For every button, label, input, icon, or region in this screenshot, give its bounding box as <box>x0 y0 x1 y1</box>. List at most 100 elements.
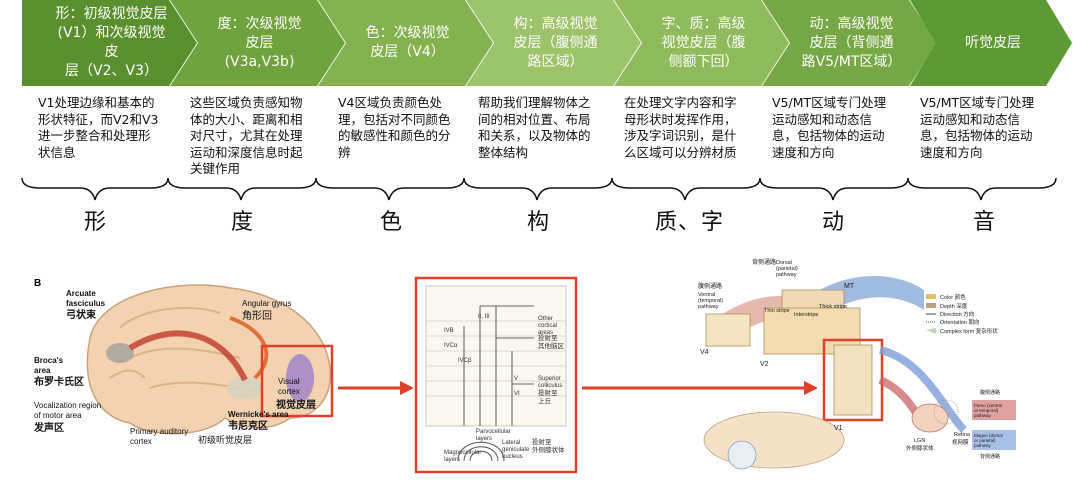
desc-motion: V5/MT区域专门处理运动感知和动态信息，包括物体的运动速度和方向 <box>772 95 887 160</box>
ventral-side-zh: 腹侧通路 <box>980 389 1000 396</box>
legend-complex: Complex form <box>940 329 975 335</box>
mt-label: MT <box>844 283 855 290</box>
small-brain <box>703 411 845 469</box>
chevron-motion: 动：高级视觉 皮层（背侧通 路V5/MT区域） <box>762 0 937 86</box>
interstripe: Interstripe <box>794 312 818 318</box>
v4-label: V4 <box>700 349 709 356</box>
brace <box>907 177 1057 201</box>
desc-degree: 这些区域负责感知物体的大小、距离和相对尺寸，尤其在处理运动和深度信息时起关键作用 <box>190 95 303 176</box>
lgn-arcs <box>457 441 505 462</box>
lgn-shape <box>911 403 949 433</box>
chevron-structure: 构：高级视觉 皮层（腹侧通 路区域） <box>466 0 641 86</box>
layer-top: II, III <box>478 314 490 320</box>
vocal-label-zh: 发声区 <box>33 421 64 434</box>
brocas-area <box>106 343 134 363</box>
legend-depth: Depth <box>940 304 955 310</box>
chevron-label: 听觉皮层 <box>965 34 1021 51</box>
legend-direction: Direction <box>940 312 962 318</box>
superior-en: Superior <box>538 376 561 382</box>
panel-label: B <box>34 278 41 289</box>
lgn-en: Lateral <box>502 440 520 446</box>
arcuate-label-en: Arcuate <box>66 289 96 298</box>
layer-label: VI <box>514 391 520 397</box>
svg-text:Complex form 复杂形状: Complex form 复杂形状 <box>940 327 998 335</box>
brace <box>463 177 613 201</box>
desc-shape: V1处理边缘和基本的形状特征，而V2和V3进一步整合和处理形状信息 <box>38 95 159 160</box>
visual-label-en: Visual <box>278 377 300 386</box>
retina-label: Retina <box>954 432 971 438</box>
chevron-label: 度：次级视觉 皮层 (V3a,V3b) <box>217 15 302 70</box>
svg-text:Orientation 朝向: Orientation 朝向 <box>940 318 979 326</box>
eye <box>727 440 757 470</box>
lgn-label: LGN <box>914 438 925 444</box>
chevron-label: 形：初级视觉皮层 (V1）和次级视觉皮 层（V2、V3） <box>55 6 168 79</box>
brace-row <box>21 177 1057 201</box>
brace <box>21 177 169 201</box>
chevron-text-material: 字、质：高级 视觉皮层（腹 侧额下回） <box>614 0 789 86</box>
layer-label: V <box>514 376 518 382</box>
other-areas-zh: 投射至 <box>538 333 558 342</box>
magno-stream <box>878 346 967 433</box>
svg-text:Color 颜色: Color 颜色 <box>940 293 966 301</box>
brace <box>315 177 465 201</box>
v1-label: V1 <box>834 425 843 432</box>
layer-label: IVCα <box>444 343 458 349</box>
arrow-to-layers <box>338 381 414 395</box>
dorsal-top-zh: 背侧通路 <box>752 258 776 266</box>
stage-chevron-bar: 形：初级视觉皮层 (V1）和次级视觉皮 层（V2、V3） 度：次级视觉 皮层 (… <box>22 0 1072 86</box>
svg-text:Ventral(temporal)pathway: Ventral(temporal)pathway <box>698 292 723 310</box>
chevron-color: 色：次级视觉 皮层（V4） <box>318 0 493 86</box>
arcuate-label-zh: 弓状束 <box>66 308 97 321</box>
layer-label: IVB <box>444 328 454 334</box>
arcuate-arrow <box>128 330 248 382</box>
visual-pathways-figure: 背侧通路 Dorsal(parietal)pathway MT 腹侧通路 Ven… <box>698 258 1016 470</box>
thick-stripe: Thick stripe <box>819 304 847 310</box>
ventral-zh: 腹侧通路 <box>698 282 722 290</box>
char-text-material: 质、字 <box>655 210 725 235</box>
superior-zh: 投射至 <box>538 388 558 397</box>
char-degree: 度 <box>231 210 255 235</box>
parvo-box <box>972 400 1016 420</box>
brace <box>167 177 317 201</box>
dorsal-side-zh: 背侧通路 <box>980 453 1000 460</box>
v2-label: V2 <box>760 361 769 368</box>
aux-label-zh: 初级听觉皮层 <box>198 434 252 445</box>
svg-text:Dorsal(parietal)pathway: Dorsal(parietal)pathway <box>776 260 798 278</box>
wernickes-area <box>227 377 263 399</box>
wernicke-label-zh: 韦尼克区 <box>228 419 268 432</box>
svg-text:Direction 方向: Direction 方向 <box>940 310 974 318</box>
char-motion: 动 <box>822 210 846 235</box>
visual-label-zh: 视觉皮层 <box>276 398 316 411</box>
brace <box>611 177 761 201</box>
magno-box <box>972 430 1016 450</box>
chevron-auditory: 听觉皮层 <box>910 0 1072 86</box>
angular-label-en: Angular gyrus <box>242 299 291 308</box>
char-color: 色 <box>380 210 404 235</box>
svg-text:Depth 深度: Depth 深度 <box>940 302 968 310</box>
parvo-en: Parvocellular <box>476 429 511 435</box>
lgn-zh: 投射至 <box>532 437 552 446</box>
parvo-box-label: Parvo (ventral <box>974 403 1002 408</box>
svg-text:投射至外侧膝状体: 投射至外侧膝状体 <box>532 437 565 454</box>
desc-auditory: V5/MT区域专门处理运动感知和动态信息，包括物体的运动速度和方向 <box>920 95 1035 160</box>
chevron-label: 动：高级视觉 皮层（背侧通 路V5/MT区域） <box>801 15 902 70</box>
legend-orientation: Orientation <box>940 320 967 326</box>
chevron-label: 构：高级视觉 皮层（腹侧通 路区域） <box>513 15 598 70</box>
visual-cortex <box>286 354 314 402</box>
angular-label-zh: 角形回 <box>242 310 272 322</box>
desc-structure: 帮助我们理解物体之间的相对位置、布局和关系，以及物体的整体结构 <box>478 95 591 160</box>
magno-en: Magnocellular <box>444 450 481 456</box>
chevron-shape: 形：初级视觉皮层 (V1）和次级视觉皮 层（V2、V3） <box>22 0 197 86</box>
brain-folds <box>109 307 261 394</box>
dorsal-top-en: Dorsal <box>776 260 792 266</box>
